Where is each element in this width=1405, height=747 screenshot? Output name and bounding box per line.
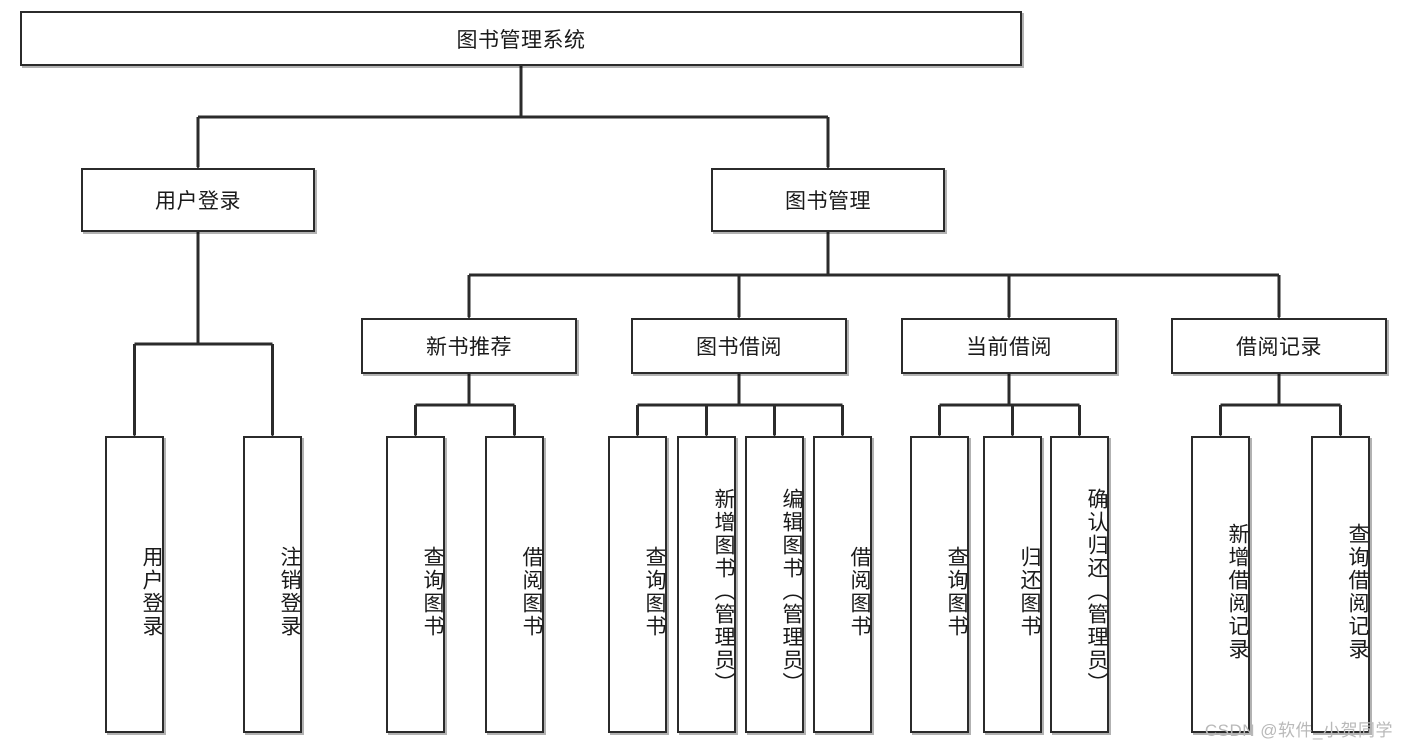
leaf-query-book-2[interactable]: 查询图书 — [608, 436, 667, 733]
node-label: 查询图书 — [643, 545, 666, 638]
node-label: 注销登录 — [278, 545, 301, 638]
node-label: 新增借阅记录 — [1226, 522, 1249, 661]
leaf-user-login[interactable]: 用户登录 — [105, 436, 164, 733]
node-current-borrowing[interactable]: 当前借阅 — [901, 318, 1117, 374]
node-label: 借阅记录 — [1236, 336, 1322, 359]
node-label: 归还图书 — [1018, 545, 1041, 638]
node-root-book-management-system[interactable]: 图书管理系统 — [20, 11, 1022, 66]
node-label: 用户登录 — [155, 190, 241, 213]
node-label: 当前借阅 — [966, 336, 1052, 359]
leaf-query-book-1[interactable]: 查询图书 — [386, 436, 445, 733]
csdn-watermark: CSDN @软件_小贺同学 — [1204, 721, 1393, 740]
node-label: 查询借阅记录 — [1346, 522, 1369, 661]
node-user-login[interactable]: 用户登录 — [81, 168, 315, 232]
node-label: 借阅图书 — [520, 545, 543, 638]
node-label: 用户登录 — [140, 545, 163, 638]
node-label: 图书管理系统 — [456, 28, 586, 52]
node-label: 借阅图书 — [848, 545, 871, 638]
node-new-book-recommendation[interactable]: 新书推荐 — [361, 318, 577, 374]
leaf-logout[interactable]: 注销登录 — [243, 436, 302, 733]
leaf-query-book-3[interactable]: 查询图书 — [910, 436, 969, 733]
node-label: 图书管理 — [785, 190, 871, 213]
node-label: 查询图书 — [945, 545, 968, 638]
leaf-return-book[interactable]: 归还图书 — [983, 436, 1042, 733]
node-label: 查询图书 — [421, 545, 444, 638]
leaf-confirm-return-admin[interactable]: 确认归还（管理员） — [1050, 436, 1109, 733]
node-label: 确认归还（管理员） — [1085, 488, 1108, 695]
leaf-borrow-book-1[interactable]: 借阅图书 — [485, 436, 544, 733]
node-label: 新书推荐 — [426, 336, 512, 359]
node-borrowing-records[interactable]: 借阅记录 — [1171, 318, 1387, 374]
leaf-add-borrow-record[interactable]: 新增借阅记录 — [1191, 436, 1250, 733]
leaf-edit-book-admin[interactable]: 编辑图书（管理员） — [745, 436, 804, 733]
leaf-query-borrow-record[interactable]: 查询借阅记录 — [1311, 436, 1370, 733]
node-label: 图书借阅 — [696, 336, 782, 359]
node-label: 编辑图书（管理员） — [780, 488, 803, 695]
leaf-add-book-admin[interactable]: 新增图书（管理员） — [677, 436, 736, 733]
node-book-borrowing[interactable]: 图书借阅 — [631, 318, 847, 374]
leaf-borrow-book-2[interactable]: 借阅图书 — [813, 436, 872, 733]
node-book-management[interactable]: 图书管理 — [711, 168, 945, 232]
node-label: 新增图书（管理员） — [712, 488, 735, 695]
